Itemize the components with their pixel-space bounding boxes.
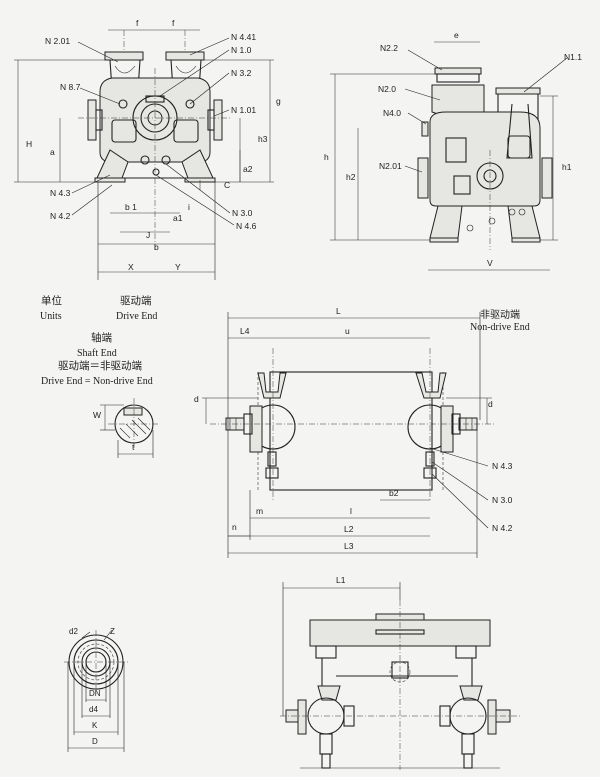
- label-n42: N 4.2: [50, 211, 71, 221]
- legend-units-en: Units: [40, 311, 62, 322]
- label-n87: N 8.7: [60, 82, 81, 92]
- legend-units-cn: 单位: [41, 294, 62, 307]
- legend-eq-cn: 驱动端＝非驱动端: [58, 359, 142, 372]
- dim-m: m: [256, 506, 263, 516]
- label-n441: N 4.41: [231, 32, 256, 42]
- legend: 单位 Units 驱动端 Drive End 轴端 Shaft End 驱动端＝…: [40, 294, 157, 387]
- dim-f-right: f: [172, 18, 175, 28]
- legend-drive-en: Drive End: [116, 311, 157, 322]
- label-n43-top: N 4.3: [492, 461, 513, 471]
- side-view: N2.2 N1.1 N2.0 N4.0 N2.01 e h h2 h1 V: [324, 30, 582, 271]
- dim-L2: L2: [344, 524, 354, 534]
- dim-K: K: [92, 721, 98, 730]
- dim-Z: Z: [110, 627, 115, 636]
- dim-h2: h2: [346, 172, 356, 182]
- label-n201-side: N2.01: [379, 161, 402, 171]
- label-n40: N4.0: [383, 108, 401, 118]
- dim-n: n: [232, 522, 237, 532]
- label-n201: N 2.01: [45, 36, 70, 46]
- dim-L: L: [336, 306, 341, 316]
- top-view: 非驱动端 Non-drive End N 4.3 N 3.0 N 4.2 L L…: [194, 306, 530, 558]
- flange-detail: d2 Z DN d4 K D: [64, 627, 128, 752]
- dim-L3: L3: [344, 541, 354, 551]
- legend-drive-cn: 驱动端: [120, 294, 152, 307]
- shaft-detail: W t: [93, 398, 160, 458]
- dim-d4: d4: [89, 705, 98, 714]
- label-n10: N 1.0: [231, 45, 252, 55]
- legend-shaft-en: Shaft End: [77, 348, 117, 359]
- label-n43: N 4.3: [50, 188, 71, 198]
- dim-Y: Y: [175, 262, 181, 272]
- dim-l: l: [350, 506, 352, 516]
- dim-H: H: [26, 139, 32, 149]
- dim-C: C: [224, 180, 230, 190]
- dim-t: t: [132, 442, 135, 452]
- label-n20: N2.0: [378, 84, 396, 94]
- label-n42-top: N 4.2: [492, 523, 513, 533]
- dim-h1: h1: [562, 162, 572, 172]
- dim-J: J: [146, 230, 150, 240]
- label-n101: N 1.01: [231, 105, 256, 115]
- dim-V: V: [487, 258, 493, 268]
- dim-h3: h3: [258, 134, 268, 144]
- legend-shaft-cn: 轴端: [91, 331, 112, 344]
- dim-D: D: [92, 737, 98, 746]
- dim-a1: a1: [173, 213, 183, 223]
- dim-b: b: [154, 242, 159, 252]
- dim-d-left: d: [194, 394, 199, 404]
- legend-eq-en: Drive End = Non-drive End: [41, 376, 153, 387]
- dim-a: a: [50, 147, 55, 157]
- dim-d-right: d: [488, 399, 493, 409]
- dim-W: W: [93, 410, 101, 420]
- label-n46: N 4.6: [236, 221, 257, 231]
- dim-a2: a2: [243, 164, 253, 174]
- label-n11: N1.1: [564, 52, 582, 62]
- label-n32: N 3.2: [231, 68, 252, 78]
- front-view: N 2.01 N 8.7 N 4.3 N 4.2 N 4.41 N 1.0 N …: [14, 18, 281, 280]
- dim-f-left: f: [136, 18, 139, 28]
- dim-b2: b2: [389, 488, 399, 498]
- dim-i: i: [188, 202, 190, 212]
- dim-L4: L4: [240, 326, 250, 336]
- label-n30-top: N 3.0: [492, 495, 513, 505]
- base-view: L1: [280, 575, 520, 770]
- dim-u: u: [345, 326, 350, 336]
- dim-DN: DN: [89, 689, 101, 698]
- label-nondrive-en: Non-drive End: [470, 322, 530, 333]
- dim-h: h: [324, 152, 329, 162]
- dim-X: X: [128, 262, 134, 272]
- dim-L1: L1: [336, 575, 346, 585]
- dim-e: e: [454, 30, 459, 40]
- label-n30: N 3.0: [232, 208, 253, 218]
- label-n22: N2.2: [380, 43, 398, 53]
- label-nondrive-cn: 非驱动端: [480, 308, 520, 321]
- dim-g: g: [276, 96, 281, 106]
- dim-b1: b 1: [125, 202, 137, 212]
- dim-d2: d2: [69, 627, 78, 636]
